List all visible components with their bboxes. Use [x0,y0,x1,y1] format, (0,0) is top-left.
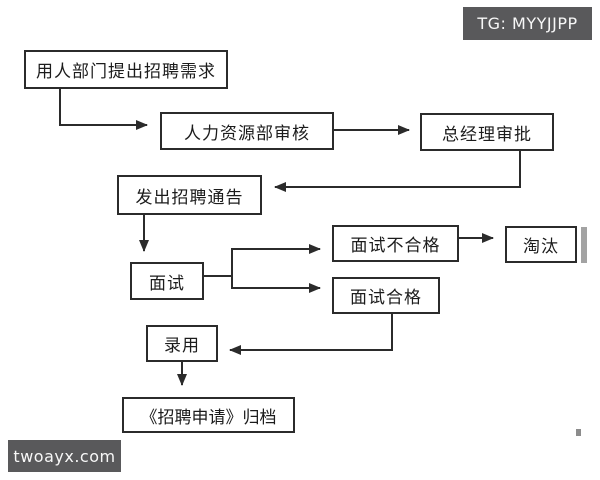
node-archive: 《招聘申请》归档 [122,397,295,433]
edge-gm-announce [274,151,521,192]
edge-request-hr [59,89,148,130]
node-interview-pass: 面试合格 [332,277,440,314]
node-hr-review: 人力资源部审核 [160,112,334,150]
node-interview-fail: 面试不合格 [332,225,459,262]
node-hired: 录用 [146,325,218,362]
artifact-speck [576,429,581,436]
artifact-gray-bar [581,227,587,263]
node-announcement: 发出招聘通告 [117,175,262,215]
node-request: 用人部门提出招聘需求 [24,50,228,89]
edge-pass-hired [229,314,393,355]
node-gm-approval: 总经理审批 [420,113,554,151]
watermark-telegram-badge: TG: MYYJJPP [463,7,592,40]
node-interview: 面试 [130,262,204,300]
node-eliminated: 淘汰 [505,226,577,263]
watermark-website-badge: twoayx.com [8,440,121,472]
